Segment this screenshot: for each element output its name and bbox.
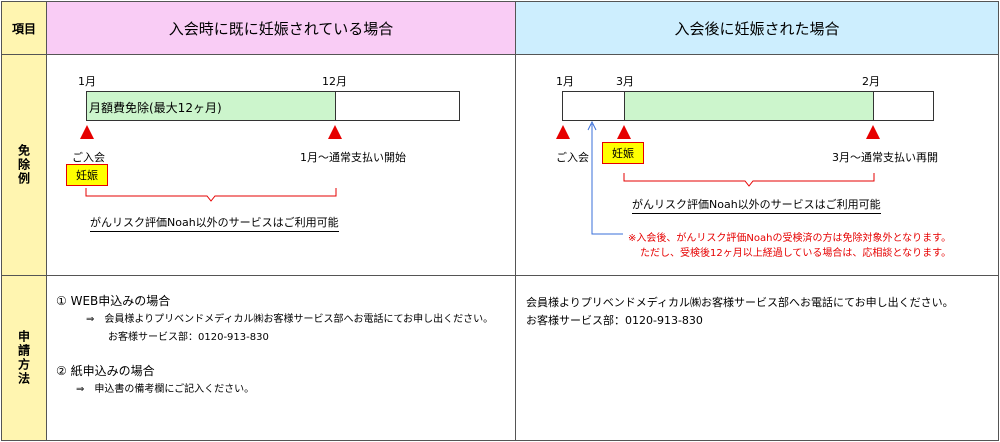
right-join-label: ご入会 <box>556 151 589 164</box>
row-apply-label-cell: 申請方法 <box>1 275 47 441</box>
header-item-cell: 項目 <box>1 1 47 55</box>
right-pregnancy-marker-icon <box>617 125 631 139</box>
header-col2-title: 入会後に妊娠された場合 <box>674 19 840 38</box>
left-pregnancy-badge: 妊娠 <box>66 164 108 186</box>
left-join-label: ご入会 <box>72 151 105 164</box>
left-start-month: 1月 <box>78 75 96 88</box>
right-join-marker-icon <box>556 125 570 139</box>
right-end-label: 3月～通常支払い再開 <box>832 151 938 164</box>
left-web-detail: ⇒ 会員様よりプリベンドメディカル㈱お客様サービス部へお電話にてお申し出ください… <box>86 314 494 325</box>
left-web-phone: お客様サービス部：0120-913-830 <box>108 332 269 343</box>
right-start-month: 1月 <box>556 75 574 88</box>
right-note: がんリスク評価Noah以外のサービスはご利用可能 <box>632 196 881 214</box>
left-web-title: ① WEB申込みの場合 <box>56 294 171 308</box>
row-exemption-label-cell: 免除例 <box>1 54 47 276</box>
left-paper-title: ② 紙申込みの場合 <box>56 364 155 378</box>
left-paper-detail: ⇒ 申込書の備考欄にご記入ください。 <box>76 384 255 395</box>
left-bar-label: 月額費免除(最大12ヶ月) <box>89 101 222 115</box>
left-end-marker-icon <box>328 125 342 139</box>
header-col1-title: 入会時に既に妊娠されている場合 <box>168 19 394 38</box>
header-col2: 入会後に妊娠された場合 <box>515 1 999 55</box>
right-caution-line2: ただし、受検後12ヶ月以上経過している場合は、応相談となります。 <box>640 248 952 259</box>
left-pregnancy-badge-text: 妊娠 <box>76 169 98 182</box>
right-mid-month: 3月 <box>616 75 634 88</box>
header-col1: 入会時に既に妊娠されている場合 <box>46 1 516 55</box>
left-exempt-period <box>86 91 336 121</box>
left-join-marker-icon <box>80 125 94 139</box>
left-end-label: 1月～通常支払い開始 <box>300 151 406 164</box>
right-caution-line1: ※入会後、がんリスク評価Noahの受検済の方は免除対象外となります。 <box>628 233 952 244</box>
right-apply-line2: お客様サービス部：0120-913-830 <box>526 314 703 327</box>
header-item-label: 項目 <box>11 21 36 36</box>
row-apply-label: 申請方法 <box>16 330 31 386</box>
right-exempt-period <box>624 91 874 121</box>
exemption-left-cell <box>46 54 516 276</box>
left-end-month: 12月 <box>322 75 347 88</box>
right-pregnancy-badge-text: 妊娠 <box>612 147 634 160</box>
right-end-month: 2月 <box>862 75 880 88</box>
right-pregnancy-badge: 妊娠 <box>602 142 644 164</box>
left-note: がんリスク評価Noah以外のサービスはご利用可能 <box>90 214 339 232</box>
right-end-marker-icon <box>866 125 880 139</box>
row-exemption-label: 免除例 <box>16 144 31 186</box>
right-apply-line1: 会員様よりプリベンドメディカル㈱お客様サービス部へお電話にてお申し出ください。 <box>526 296 954 309</box>
apply-right-cell <box>515 275 999 441</box>
